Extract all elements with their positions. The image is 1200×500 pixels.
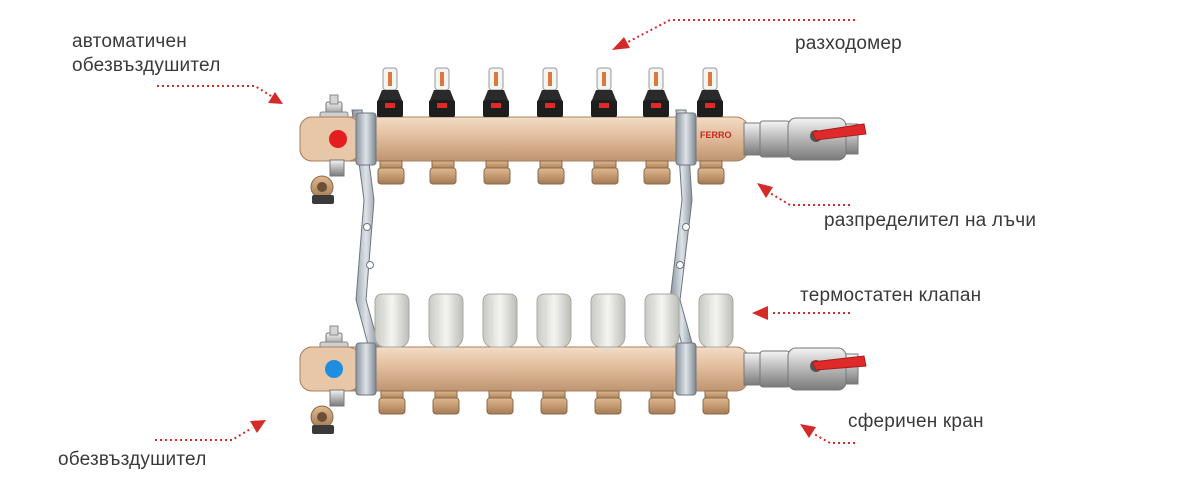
label-ball-valve: сферичен кран — [848, 411, 984, 432]
thermostatic-valve-cap-icon — [374, 293, 410, 348]
flow-meter-icon — [429, 67, 455, 117]
label-distributor: разпределител на лъчи — [824, 210, 1037, 231]
callout-distributor — [757, 183, 850, 206]
callout-auto-air-vent — [157, 85, 283, 104]
flow-meters — [377, 67, 723, 117]
label-thermostatic-valve: термостатен клапан — [800, 285, 982, 306]
thermostatic-valve-cap-icon — [482, 293, 518, 348]
drain-valve-top-icon — [310, 159, 345, 204]
flow-meter-icon — [643, 67, 669, 117]
supply-marker-dot — [329, 130, 347, 148]
label-auto-air-vent-line1: автоматичен — [72, 31, 187, 52]
outlet-connectors-bottom — [378, 390, 730, 415]
callout-thermostatic-valve — [752, 306, 850, 320]
return-marker-dot — [325, 360, 343, 378]
ball-valve-top-icon — [759, 117, 867, 161]
callout-ball-valve — [800, 424, 855, 444]
flow-meter-icon — [483, 67, 509, 117]
auto-air-vent-bottom-icon — [319, 325, 349, 351]
label-auto-air-vent-line2: обезвъздушител — [72, 55, 221, 76]
thermostatic-valve-cap-icon — [698, 293, 734, 348]
return-manifold — [299, 325, 763, 434]
flow-meter-icon — [377, 67, 403, 117]
flow-meter-icon — [697, 67, 723, 117]
thermostatic-valve-cap-icon — [428, 293, 464, 348]
callout-air-vent — [155, 420, 266, 441]
callout-flow-meter — [612, 19, 855, 50]
thermostatic-valve-cap-icon — [536, 293, 572, 348]
ball-valve-bottom-icon — [759, 347, 867, 391]
flow-meter-icon — [591, 67, 617, 117]
label-flow-meter: разходомер — [795, 33, 902, 54]
brand-logo: FERRO — [700, 130, 732, 140]
label-air-vent: обезвъздушител — [58, 449, 207, 470]
auto-air-vent-top-icon — [319, 94, 349, 121]
thermostatic-valves — [374, 293, 734, 348]
supply-manifold: FERRO — [299, 94, 763, 204]
thermostatic-valve-cap-icon — [644, 293, 680, 348]
flow-meter-icon — [537, 67, 563, 117]
thermostatic-valve-cap-icon — [590, 293, 626, 348]
outlet-connectors-top — [377, 160, 725, 185]
drain-valve-bottom-icon — [310, 389, 345, 434]
